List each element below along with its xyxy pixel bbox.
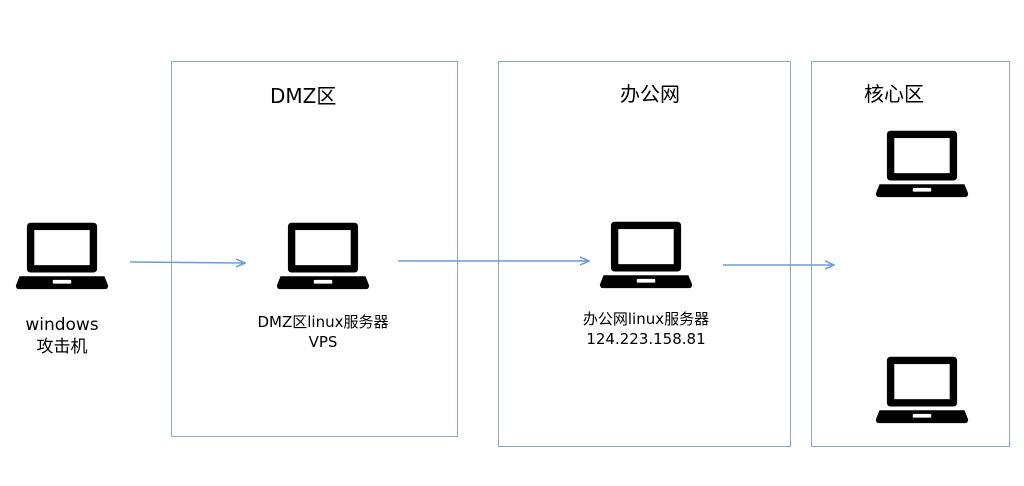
arrow-attacker-to-dmz (129, 262, 245, 263)
attacker-label-line1: windows (25, 315, 99, 335)
office-zone (498, 61, 791, 447)
core-host-1-laptop-icon (875, 130, 969, 198)
dmz-server-label-line2: VPS (308, 333, 338, 351)
office-zone-title: 办公网 (620, 82, 680, 106)
office-server-label-line1: 办公网linux服务器 (582, 310, 710, 328)
dmz-server-label: DMZ区linux服务器 VPS (243, 312, 403, 352)
attacker-label-line2: 攻击机 (36, 337, 88, 357)
core-host-2-laptop-icon (875, 356, 969, 424)
office-server-laptop-icon (599, 221, 693, 289)
office-server-label: 办公网linux服务器 124.223.158.81 (561, 309, 731, 349)
office-server-label-line2: 124.223.158.81 (586, 330, 706, 348)
dmz-zone-title: DMZ区 (270, 84, 337, 108)
attacker-laptop-icon (15, 222, 109, 290)
attacker-label: windows 攻击机 (12, 314, 112, 358)
dmz-zone (171, 61, 458, 437)
core-zone (811, 61, 1010, 447)
core-zone-title: 核心区 (864, 82, 924, 106)
dmz-server-label-line1: DMZ区linux服务器 (257, 313, 389, 331)
dmz-server-laptop-icon (276, 222, 370, 290)
